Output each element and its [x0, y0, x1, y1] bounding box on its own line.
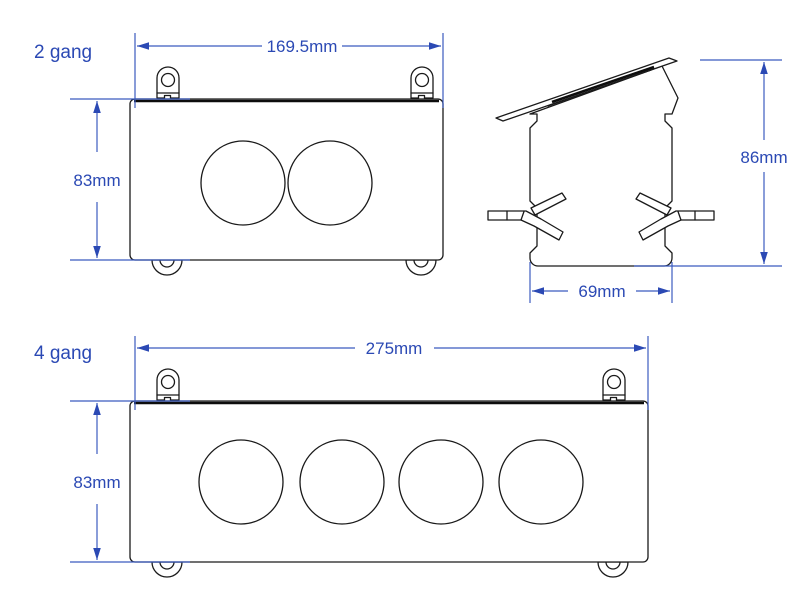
dimension-value-169-5mm: 169.5mm: [267, 37, 338, 56]
knockout-circle: [287, 140, 373, 226]
dimension-value-86mm: 86mm: [740, 148, 787, 167]
knockout-circle: [200, 140, 286, 226]
dimension-side-height: 86mm: [634, 59, 788, 267]
four-gang-knockouts: [198, 439, 584, 525]
side-section-view: 86mm 69mm: [487, 57, 788, 303]
mounting-tab-right: [410, 66, 434, 102]
mounting-tab-right: [602, 368, 626, 404]
spring-clip-right: [635, 192, 715, 241]
dimension-side-depth: 69mm: [529, 262, 673, 303]
two-gang-knockouts: [200, 140, 373, 226]
two-gang-front-view: 169.5mm 83mm 2 gang: [34, 33, 444, 276]
side-lid: [495, 57, 678, 122]
two-gang-feet: [151, 259, 437, 276]
mounting-hole-icon: [606, 374, 622, 390]
two-gang-body: [129, 98, 444, 261]
dimension-four-gang-width: 275mm: [134, 336, 649, 410]
dimension-value-69mm: 69mm: [578, 282, 625, 301]
mounting-hole-icon: [160, 374, 176, 390]
dimension-value-83mm-bottom: 83mm: [73, 473, 120, 492]
dimension-value-83mm-top: 83mm: [73, 171, 120, 190]
view-label-four-gang: 4 gang: [34, 343, 92, 364]
view-label-two-gang: 2 gang: [34, 42, 92, 63]
knockout-circle: [398, 439, 484, 525]
dimension-two-gang-height: 83mm: [70, 98, 190, 261]
spring-clip-left: [487, 192, 567, 241]
mounting-tab-left: [156, 368, 180, 404]
four-gang-front-view: 275mm 83mm 4 gang: [34, 336, 649, 578]
dimension-four-gang-height: 83mm: [70, 400, 190, 563]
mounting-hole-icon: [160, 72, 176, 88]
knockout-circle: [299, 439, 385, 525]
mounting-hole-icon: [414, 72, 430, 88]
dimension-two-gang-width: 169.5mm: [134, 33, 444, 108]
mounting-tab-left: [156, 66, 180, 102]
dimension-value-275mm: 275mm: [366, 339, 423, 358]
knockout-circle: [498, 439, 584, 525]
four-gang-feet: [151, 561, 629, 578]
knockout-circle: [198, 439, 284, 525]
